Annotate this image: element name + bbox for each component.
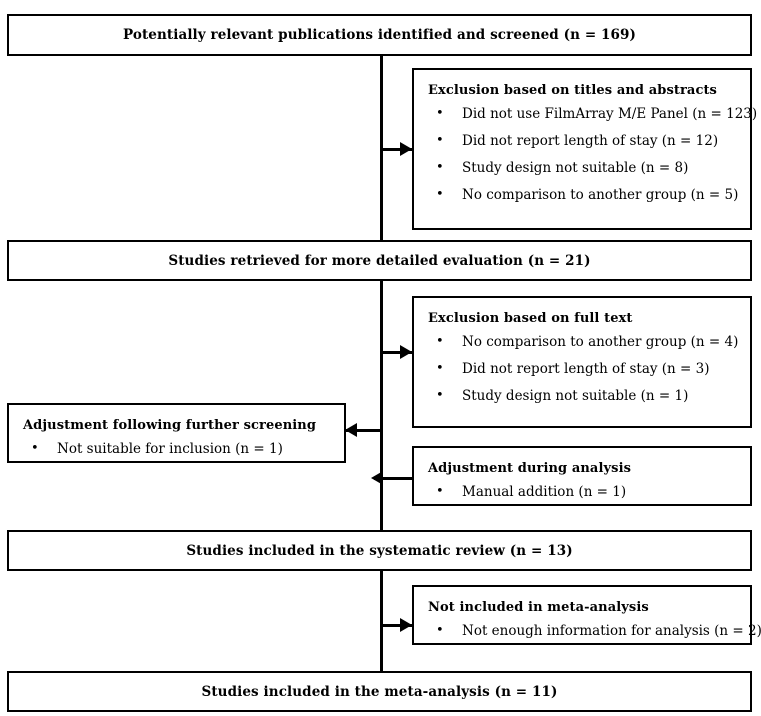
side-box-heading-exclusion-titles: Exclusion based on titles and abstracts: [428, 83, 717, 98]
connector-branch-exclusion-titles: [380, 148, 414, 151]
list-item-label: Not suitable for inclusion (n = 1): [57, 441, 283, 457]
connector-included-review-to-meta: [380, 570, 383, 672]
arrowhead-exclusion-fulltext-icon: [400, 345, 412, 359]
side-box-heading-adjustment-analysis: Adjustment during analysis: [428, 461, 632, 476]
side-box-heading-adjustment-screening: Adjustment following further screening: [23, 418, 317, 433]
bullet-icon: •: [436, 388, 444, 404]
stage-box-identified: Potentially relevant publications identi…: [7, 14, 752, 56]
list-item: • Did not report length of stay (n = 3): [428, 362, 740, 377]
side-box-adjustment-during-analysis: Adjustment during analysis • Manual addi…: [412, 446, 752, 506]
not-included-meta-list: • Not enough information for analysis (n…: [428, 623, 761, 639]
stage-label-identified: Potentially relevant publications identi…: [122, 27, 637, 43]
list-item-label: Did not report length of stay (n = 3): [462, 361, 710, 378]
list-item: • Not enough information for analysis (n…: [428, 623, 761, 639]
exclusion-fulltext-list: • No comparison to another group (n = 4)…: [428, 334, 740, 404]
bullet-icon: •: [436, 484, 444, 499]
stage-box-retrieved: Studies retrieved for more detailed eval…: [7, 240, 752, 281]
list-item-label: No comparison to another group (n = 4): [462, 334, 739, 350]
list-item-label: Did not use FilmArray M/E Panel (n = 123…: [462, 106, 758, 122]
side-box-not-included-in-meta-analysis: Not included in meta-analysis • Not enou…: [412, 585, 761, 645]
list-item: • Not suitable for inclusion (n = 1): [23, 441, 334, 457]
connector-branch-not-included-meta: [380, 624, 414, 627]
list-item: • Study design not suitable (n = 8): [428, 161, 740, 176]
arrowhead-adjustment-screening-icon: [345, 423, 357, 437]
side-box-adjustment-following-further-screening: Adjustment following further screening •…: [7, 403, 346, 463]
list-item-label: Study design not suitable (n = 1): [462, 388, 689, 405]
bullet-icon: •: [436, 623, 444, 638]
arrowhead-exclusion-titles-icon: [400, 142, 412, 156]
list-item-label: Did not report length of stay (n = 12): [462, 133, 719, 150]
stage-box-included-meta: Studies included in the meta-analysis (n…: [7, 671, 752, 712]
stage-label-retrieved: Studies retrieved for more detailed eval…: [168, 252, 591, 269]
list-item: • Study design not suitable (n = 1): [428, 389, 740, 404]
bullet-icon: •: [436, 334, 444, 349]
list-item: • No comparison to another group (n = 4): [428, 334, 740, 350]
connector-retrieved-to-included-review: [380, 280, 383, 532]
stage-box-included-review: Studies included in the systematic revie…: [7, 530, 752, 571]
stage-label-included-meta: Studies included in the meta-analysis (n…: [201, 683, 558, 700]
connector-branch-exclusion-fulltext: [380, 351, 414, 354]
arrowhead-adjustment-analysis-icon: [371, 471, 383, 485]
connector-branch-adjustment-screening: [346, 429, 382, 432]
list-item: • Manual addition (n = 1): [428, 484, 740, 500]
list-item-label: Not enough information for analysis (n =…: [462, 623, 761, 639]
bullet-icon: •: [436, 160, 444, 176]
bullet-icon: •: [436, 106, 444, 121]
side-box-exclusion-full-text: Exclusion based on full text • No compar…: [412, 296, 752, 428]
stage-label-included-review: Studies included in the systematic revie…: [186, 542, 573, 559]
list-item: • Did not report length of stay (n = 12): [428, 134, 740, 149]
adjustment-screening-list: • Not suitable for inclusion (n = 1): [23, 441, 334, 457]
side-box-exclusion-titles-abstracts: Exclusion based on titles and abstracts …: [412, 68, 757, 230]
side-box-heading-not-included-meta: Not included in meta-analysis: [428, 600, 649, 615]
list-item-label: Study design not suitable (n = 8): [462, 160, 689, 177]
bullet-icon: •: [436, 133, 444, 149]
list-item-label: Manual addition (n = 1): [462, 484, 627, 500]
arrowhead-not-included-meta-icon: [400, 618, 412, 632]
exclusion-titles-list: • Did not use FilmArray M/E Panel (n = 1…: [428, 106, 757, 203]
bullet-icon: •: [436, 187, 444, 203]
list-item: • Did not use FilmArray M/E Panel (n = 1…: [428, 106, 757, 122]
side-box-heading-exclusion-fulltext: Exclusion based on full text: [428, 311, 633, 326]
bullet-icon: •: [436, 361, 444, 377]
bullet-icon: •: [31, 441, 39, 456]
list-item-label: No comparison to another group (n = 5): [462, 187, 739, 204]
list-item: • No comparison to another group (n = 5): [428, 188, 740, 203]
connector-branch-adjustment-analysis: [374, 477, 414, 480]
adjustment-analysis-list: • Manual addition (n = 1): [428, 484, 740, 500]
